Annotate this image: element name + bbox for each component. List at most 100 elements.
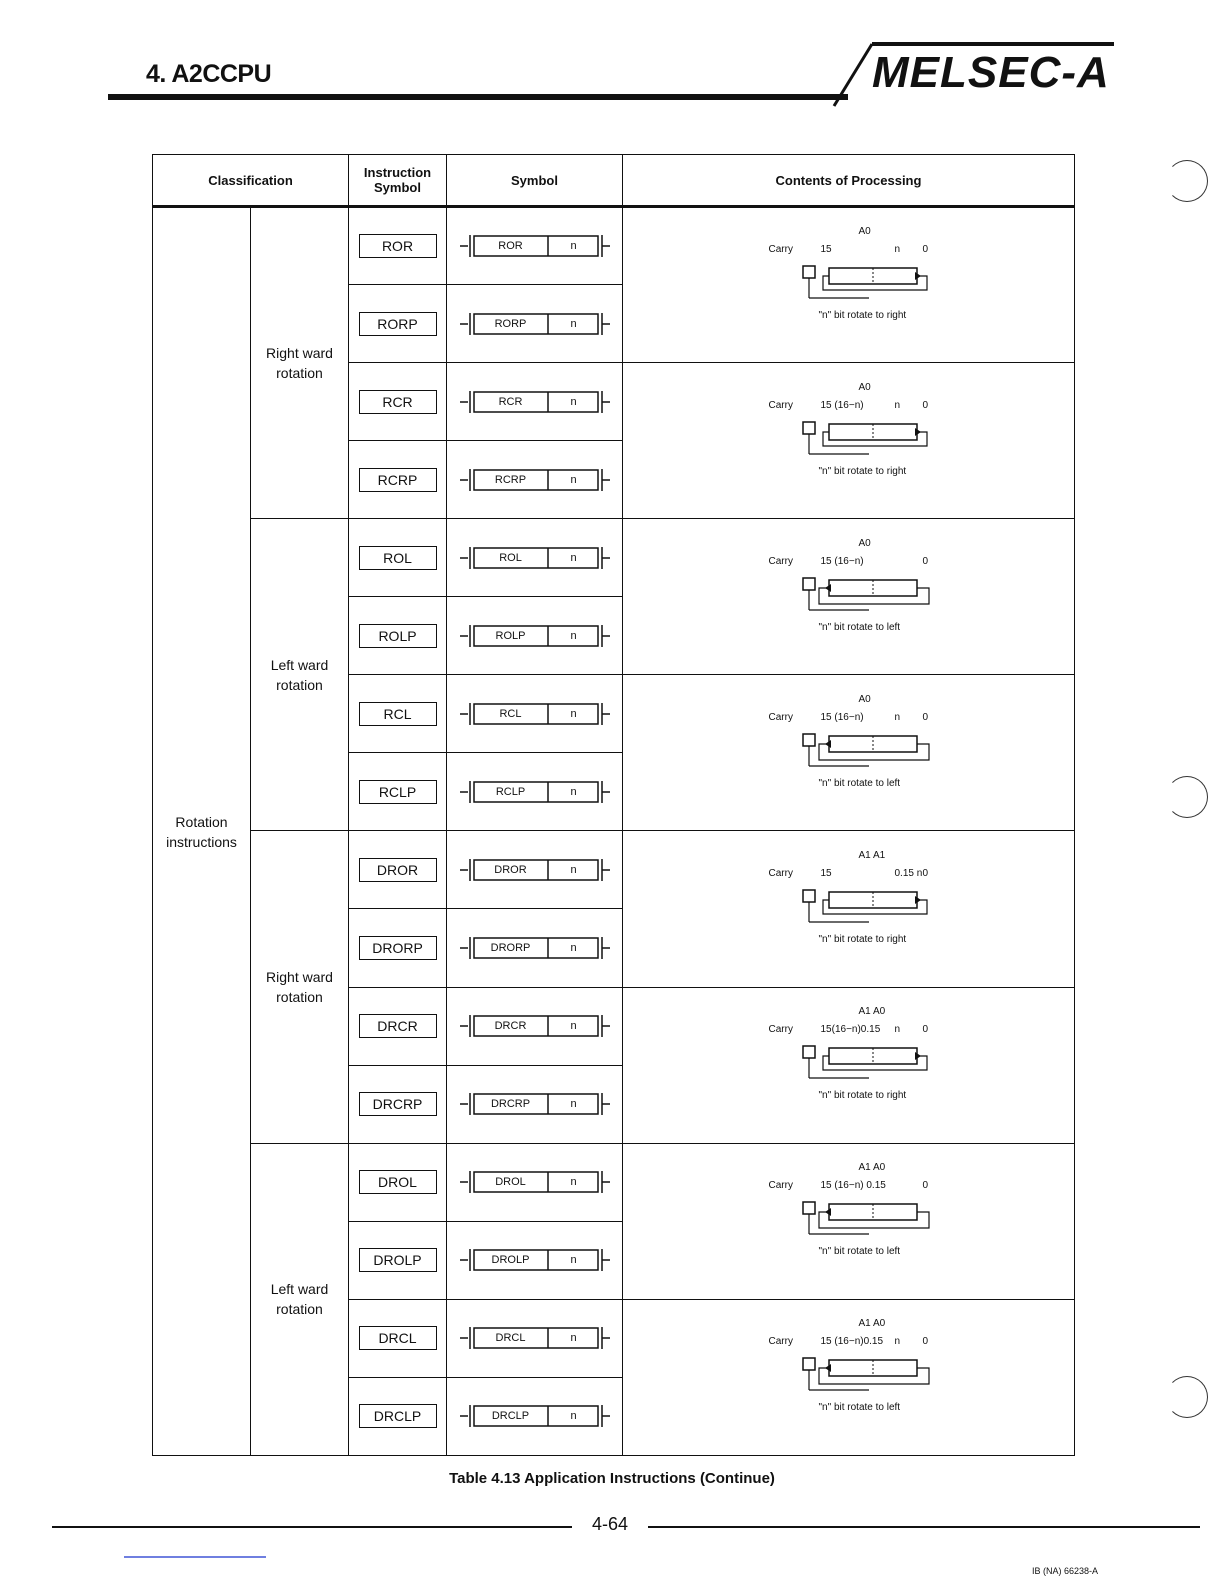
diagram-zero-label: 0 [922, 399, 929, 411]
subclass-cell: Left ward rotation [250, 1142, 349, 1457]
diagram-caption: "n" bit rotate to right [818, 310, 907, 322]
instruction-symbol: RCR [358, 389, 437, 414]
instruction-symbol: RCL [358, 701, 437, 726]
subclass-cell: Right ward rotation [250, 830, 349, 1144]
ladder-bracket-icon [459, 1249, 610, 1272]
binder-hole-icon [1166, 776, 1208, 818]
instruction-symbol: RORP [358, 311, 437, 336]
ladder-symbol-name: ROLP [495, 629, 526, 642]
ladder-symbol-name: DRCRP [490, 1098, 531, 1111]
diagram-caption: "n" bit rotate to left [818, 777, 901, 789]
ladder-symbol-name: DROL [495, 1176, 526, 1189]
diagram-n-label: 0.15 n [894, 867, 923, 879]
header-symbol: Symbol [446, 153, 623, 209]
ladder-symbol-operand: n [570, 707, 577, 720]
diagram-bits-label: 15 [820, 867, 832, 879]
rotation-arrow-icon [801, 577, 930, 611]
diagram-register-label: A1 A0 [858, 1006, 886, 1018]
diagram-n-label: n [894, 1336, 901, 1348]
ladder-symbol-name: RORP [494, 317, 527, 330]
ladder-symbol: DRORP n [459, 933, 610, 963]
instruction-symbol-cell: DRCR [348, 986, 447, 1066]
ladder-bracket-icon [459, 1093, 610, 1116]
subclass-cell: Left ward rotation [250, 518, 349, 832]
ladder-bracket-icon [459, 624, 610, 647]
diagram-n-label: n [894, 244, 901, 256]
diagram-zero-label: 0 [922, 1180, 929, 1192]
rotation-arrow-icon [801, 733, 930, 767]
diagram-bits-label: 15 [820, 244, 832, 256]
instruction-symbol-cell: DRCLP [348, 1376, 447, 1457]
diagram-register-label: A1 A0 [858, 1318, 886, 1330]
diagram-register-label: A1 A1 [858, 849, 886, 861]
brand-logo-frame [832, 42, 1114, 107]
instruction-symbol: ROLP [358, 623, 437, 648]
diagram-bits-label: 15 (16−n) [820, 555, 864, 567]
ladder-symbol-operand: n [570, 1098, 577, 1111]
ladder-symbol-operand: n [570, 1020, 577, 1033]
instruction-symbol-cell: ROR [348, 206, 447, 286]
diagram-carry-label: Carry [768, 711, 793, 723]
instruction-symbol-cell: DRORP [348, 908, 447, 988]
footer-rule-right [648, 1526, 1200, 1528]
ladder-symbol-operand: n [570, 785, 577, 798]
instruction-symbol-cell: RCRP [348, 440, 447, 520]
instruction-symbol-cell: DRCRP [348, 1064, 447, 1144]
ladder-symbol-name: ROL [499, 551, 522, 564]
ladder-symbol-name: DRORP [490, 941, 531, 954]
subclass-cell: Right ward rotation [250, 206, 349, 520]
ladder-symbol: DRCRP n [459, 1089, 610, 1119]
ladder-symbol-name: RCLP [495, 785, 526, 798]
diagram-n-label: n [894, 1024, 901, 1036]
ladder-bracket-icon [459, 858, 610, 881]
diagram-n-label: n [894, 711, 901, 723]
diagram-register-label: A0 [858, 537, 871, 549]
section-title: 4. A2CCPU [146, 60, 272, 88]
instruction-symbol-cell: ROL [348, 518, 447, 598]
rotation-arrow-icon [801, 265, 928, 299]
ladder-bracket-icon [459, 1327, 610, 1350]
instruction-symbol-cell: DROLP [348, 1220, 447, 1300]
ladder-bracket-icon [459, 780, 610, 803]
ladder-bracket-icon [459, 312, 610, 335]
diagram-carry-label: Carry [768, 244, 793, 256]
rotation-arrow-icon [801, 420, 928, 455]
diagram-register-label: A1 A0 [858, 1162, 886, 1174]
page-number: 4-64 [592, 1514, 629, 1534]
instruction-symbol-cell: RCL [348, 674, 447, 754]
instruction-symbol: DRORP [358, 935, 437, 960]
diagram-register-label: A0 [858, 226, 871, 238]
ladder-bracket-icon [459, 702, 610, 725]
rotation-arrow-icon [801, 1201, 930, 1235]
diagram-caption: "n" bit rotate to left [818, 1246, 901, 1258]
rotation-arrow-icon [801, 889, 928, 923]
ladder-symbol-operand: n [570, 941, 577, 954]
ladder-symbol-cell: RCLP n [446, 752, 623, 832]
instruction-symbol: RCRP [358, 467, 437, 492]
ladder-bracket-icon [459, 390, 610, 413]
